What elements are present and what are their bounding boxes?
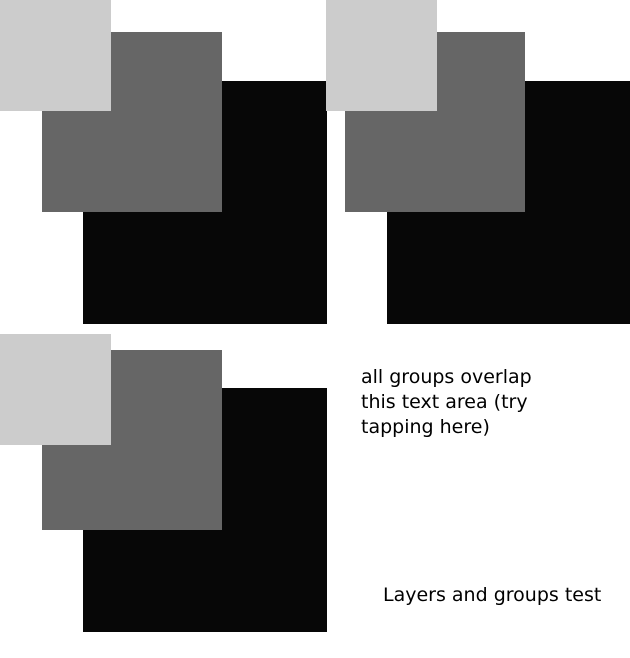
layer-group-3[interactable] bbox=[0, 334, 327, 658]
layer-group-2[interactable] bbox=[326, 0, 630, 324]
overlap-text-area[interactable]: all groups overlap this text area (try t… bbox=[361, 366, 532, 438]
light-gray-layer[interactable] bbox=[326, 0, 437, 111]
page-title: Layers and groups test bbox=[383, 584, 602, 606]
light-gray-layer[interactable] bbox=[0, 0, 111, 111]
light-gray-layer[interactable] bbox=[0, 334, 111, 445]
layer-group-1[interactable] bbox=[0, 0, 327, 324]
